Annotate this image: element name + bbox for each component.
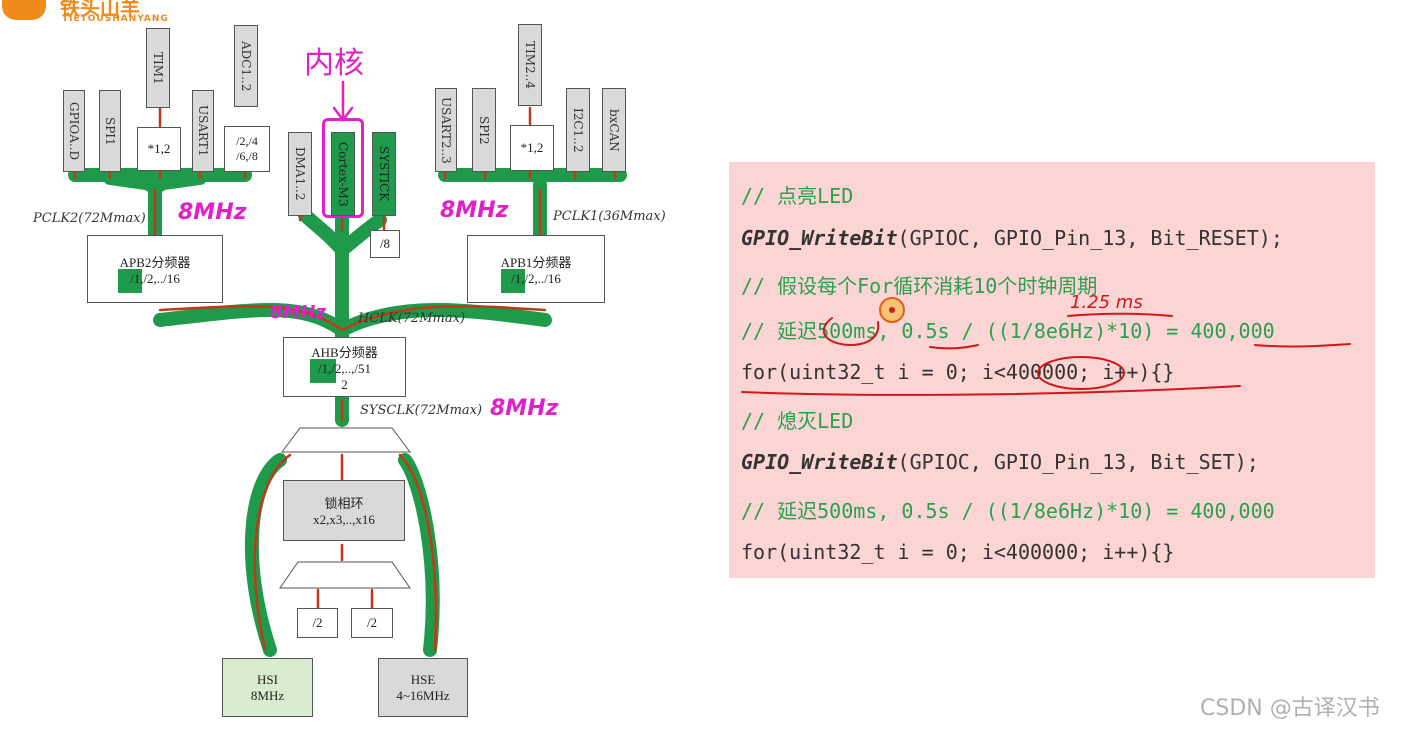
hsi-oscillator: HSI 8MHz: [222, 658, 313, 717]
periph-gpioa-d: GPIOA..D: [63, 90, 85, 172]
ahb-prescaler-title: AHB分频器: [311, 344, 378, 360]
logo-text: 铁头山羊: [60, 0, 140, 20]
code-writebit-set: GPIO_WriteBit(GPIOC, GPIO_Pin_13, Bit_SE…: [741, 450, 1259, 474]
periph-spi2: SPI2: [472, 88, 496, 172]
apb1-tim-multiplier: *1,2: [510, 125, 554, 171]
apb1-selected-highlight: [501, 268, 526, 293]
hsi-frequency: 8MHz: [250, 687, 285, 703]
apb2-tim-multiplier: *1,2: [137, 127, 181, 171]
pll-block: 锁相环 x2,x3,..,x16: [283, 480, 405, 541]
ms-handwritten-note: 1.25 ms: [1070, 292, 1143, 313]
logo-subtext: TIETOUSHANYANG: [62, 14, 169, 24]
code-comment-light-led: // 点亮LED: [741, 184, 854, 208]
sysclk-mhz-note: 8MHz: [490, 396, 559, 421]
periph-tim1: TIM1: [146, 28, 170, 108]
code-for-loop-2: for(uint32_t i = 0; i<400000; i++){}: [741, 540, 1175, 564]
apb2-prescaler-title: APB2分频器: [119, 254, 191, 270]
periph-spi1: SPI1: [99, 90, 121, 172]
hclk-mhz-note: 8MHz: [270, 302, 326, 323]
pclk2-label: PCLK2(72Mmax): [33, 211, 146, 226]
dma1-2-block: DMA1..2: [288, 132, 312, 216]
periph-tim2-4: TIM2..4: [518, 24, 542, 106]
ahb-prescaler: AHB分频器 /1,/2,..,/51 2: [283, 337, 406, 397]
ahb-prescaler-options-cont: 2: [341, 376, 348, 392]
apb1-mhz-note: 8MHz: [440, 198, 509, 223]
goat-logo-icon: [2, 0, 46, 20]
core-label: 内核: [304, 46, 364, 81]
periph-usart1: USART1: [192, 90, 214, 172]
periph-bxcan: bxCAN: [602, 88, 626, 172]
apb1-prescaler-title: APB1分频器: [500, 254, 572, 270]
hse-frequency: 4~16MHz: [396, 687, 450, 703]
pll-options: x2,x3,..,x16: [313, 512, 375, 527]
code-comment-delay-2: // 延迟500ms, 0.5s / ((1/8e6Hz)*10) = 400,…: [741, 499, 1275, 523]
apb2-prescaler: APB2分频器 /1,/2,../16: [87, 235, 223, 303]
logo: 铁头山羊 TIETOUSHANYANG: [0, 0, 200, 26]
ahb-prescaler-options: /1,/2,..,/51: [309, 358, 371, 383]
code-for-loop-1: for(uint32_t i = 0; i<400000; i++){}: [741, 360, 1175, 384]
hsi-div2: /2: [297, 608, 338, 638]
hclk-label: HCLK(72Mmax): [358, 311, 466, 326]
pll-title: 锁相环: [324, 496, 364, 511]
csdn-watermark: CSDN @古译汉书: [1200, 696, 1380, 721]
hse-name: HSE: [410, 671, 436, 687]
periph-i2c1-2: I2C1..2: [566, 88, 590, 172]
code-comment-led-off: // 熄灭LED: [741, 409, 854, 433]
pclk1-label: PCLK1(36Mmax): [553, 209, 666, 224]
core-highlight-outline: [322, 118, 364, 218]
sysclk-label: SYSCLK(72Mmax): [360, 403, 483, 418]
hsi-name: HSI: [257, 671, 278, 687]
code-panel: // 点亮LED GPIO_WriteBit(GPIOC, GPIO_Pin_1…: [729, 162, 1375, 578]
systick-block: SYSTICK: [372, 132, 396, 216]
apb2-mhz-note: 8MHz: [178, 200, 247, 225]
cortex-m3-block: Cortex-M3: [331, 132, 355, 216]
code-comment-cycles: // 假设每个For循环消耗10个时钟周期: [741, 274, 1098, 298]
hse-div2: /2: [351, 608, 393, 638]
apb1-prescaler-options: /1,/2,../16: [501, 268, 561, 293]
periph-adc1-2: ADC1..2: [234, 25, 258, 107]
apb2-selected-highlight: [118, 268, 143, 293]
systick-divider: /8: [370, 230, 400, 258]
hse-oscillator: HSE 4~16MHz: [378, 658, 468, 717]
apb2-adc-divider: /2,/4 /6,/8: [224, 126, 270, 172]
apb2-prescaler-options: /1,/2,../16: [118, 268, 180, 293]
code-writebit-reset: GPIO_WriteBit(GPIOC, GPIO_Pin_13, Bit_RE…: [741, 226, 1283, 250]
apb1-prescaler: APB1分频器 /1,/2,../16: [467, 235, 605, 303]
periph-usart2-3: USART2..3: [435, 88, 457, 172]
ahb-selected-highlight: [309, 358, 336, 383]
code-comment-delay-1: // 延迟500ms, 0.5s / ((1/8e6Hz)*10) = 400,…: [741, 319, 1275, 343]
